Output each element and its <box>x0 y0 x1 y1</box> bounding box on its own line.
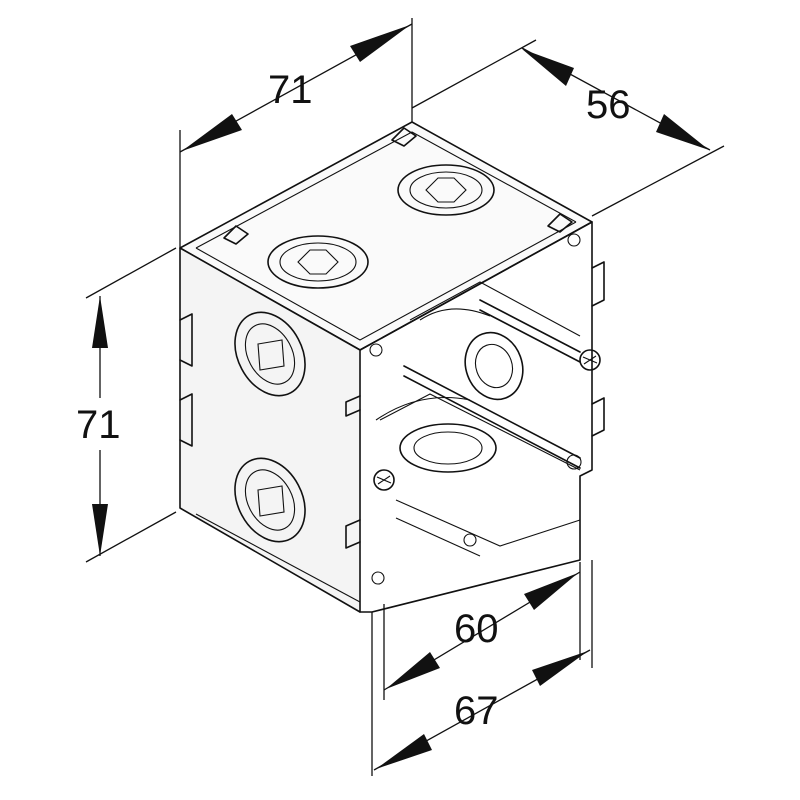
dimension-label-outer-width: 67 <box>454 689 499 733</box>
knockout-top-back <box>397 164 495 216</box>
knockout-left-lower <box>234 457 306 543</box>
junction-box <box>179 121 605 613</box>
dimension-outer-width: 67 <box>371 560 593 776</box>
dimension-top-width: 71 <box>179 18 413 248</box>
dimension-inner-width: 60 <box>383 562 581 700</box>
dimension-label-height: 71 <box>76 403 121 447</box>
dimension-label-top-width: 71 <box>268 68 313 112</box>
dimension-top-depth: 56 <box>411 39 725 217</box>
dimension-label-top-depth: 56 <box>586 83 631 127</box>
dimension-height: 71 <box>74 247 177 563</box>
knockout-top-front <box>267 235 369 289</box>
box-interior <box>373 281 601 557</box>
dimension-label-inner-width: 60 <box>454 607 499 651</box>
screw-icon <box>579 349 601 371</box>
screw-icon <box>373 469 395 491</box>
knockout-left-upper <box>234 311 306 397</box>
